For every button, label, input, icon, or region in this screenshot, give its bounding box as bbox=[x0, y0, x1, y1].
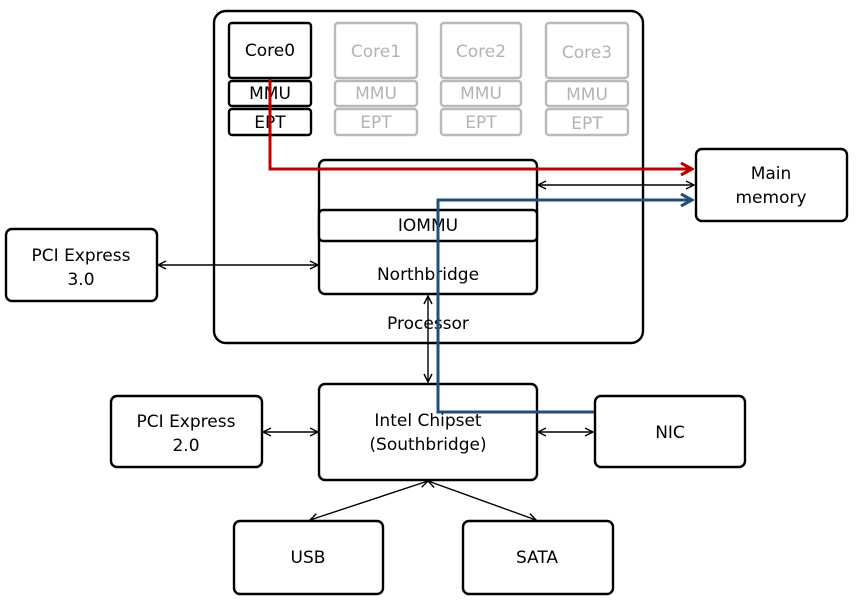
pcie2-block: PCI Express 2.0 bbox=[109, 394, 264, 469]
iommu-label: IOMMU bbox=[398, 216, 458, 236]
core1-label: Core1 bbox=[351, 42, 401, 62]
core2-group: Core2 MMU EPT bbox=[439, 21, 523, 137]
northbridge-label: Northbridge bbox=[377, 265, 479, 285]
main-memory-label-line2: memory bbox=[735, 188, 806, 208]
usb-label: USB bbox=[291, 548, 326, 568]
pcie3-label-line2: 3.0 bbox=[67, 270, 94, 290]
core2-ept-box bbox=[439, 107, 523, 137]
sata-label: SATA bbox=[516, 548, 558, 568]
nic-dma-path bbox=[436, 200, 692, 414]
main-memory-box bbox=[694, 147, 849, 223]
core2-ept-label: EPT bbox=[465, 113, 497, 133]
core3-label: Core3 bbox=[562, 43, 612, 63]
main-memory-label-line1: Main bbox=[751, 164, 792, 184]
nic-block: NIC bbox=[593, 394, 747, 469]
southbridge-usb-link bbox=[310, 481, 428, 520]
core1-box bbox=[333, 21, 419, 80]
core1-mmu-box bbox=[333, 79, 419, 108]
core3-box bbox=[544, 21, 630, 80]
southbridge-label-line1: Intel Chipset bbox=[374, 411, 482, 431]
core1-ept-box bbox=[333, 107, 419, 137]
southbridge-box bbox=[317, 382, 539, 482]
core0-label: Core0 bbox=[245, 41, 295, 61]
usb-block: USB bbox=[232, 519, 385, 596]
core2-label: Core2 bbox=[456, 42, 506, 62]
core3-mmu-label: MMU bbox=[566, 85, 608, 105]
core3-ept-label: EPT bbox=[571, 114, 603, 134]
pcie3-label-line1: PCI Express bbox=[32, 246, 131, 266]
iommu-box bbox=[317, 208, 539, 243]
core2-mmu-label: MMU bbox=[460, 84, 502, 104]
southbridge-sata-link bbox=[428, 481, 536, 520]
core3-group: Core3 MMU EPT bbox=[544, 21, 630, 137]
core1-group: Core1 MMU EPT bbox=[333, 21, 419, 137]
pcie2-label-line2: 2.0 bbox=[172, 436, 199, 456]
pcie3-block: PCI Express 3.0 bbox=[4, 227, 159, 303]
core2-box bbox=[439, 21, 523, 80]
main-memory-block: Main memory bbox=[694, 147, 849, 223]
core0-box bbox=[227, 21, 313, 80]
nic-box bbox=[593, 394, 747, 469]
northbridge-block: IOMMU Northbridge bbox=[317, 158, 539, 296]
core3-ept-box bbox=[544, 107, 630, 137]
sata-box bbox=[461, 519, 615, 596]
core-memory-access-path bbox=[268, 79, 692, 169]
pcie2-label-line1: PCI Express bbox=[137, 412, 236, 432]
core2-mmu-box bbox=[439, 79, 523, 108]
core1-ept-label: EPT bbox=[360, 113, 392, 133]
southbridge-label-line2: (Southbridge) bbox=[369, 435, 486, 455]
southbridge-block: Intel Chipset (Southbridge) bbox=[317, 382, 539, 482]
core1-mmu-label: MMU bbox=[355, 84, 397, 104]
usb-box bbox=[232, 519, 385, 596]
nic-label: NIC bbox=[655, 423, 685, 443]
sata-block: SATA bbox=[461, 519, 615, 596]
core3-mmu-box bbox=[544, 79, 630, 108]
